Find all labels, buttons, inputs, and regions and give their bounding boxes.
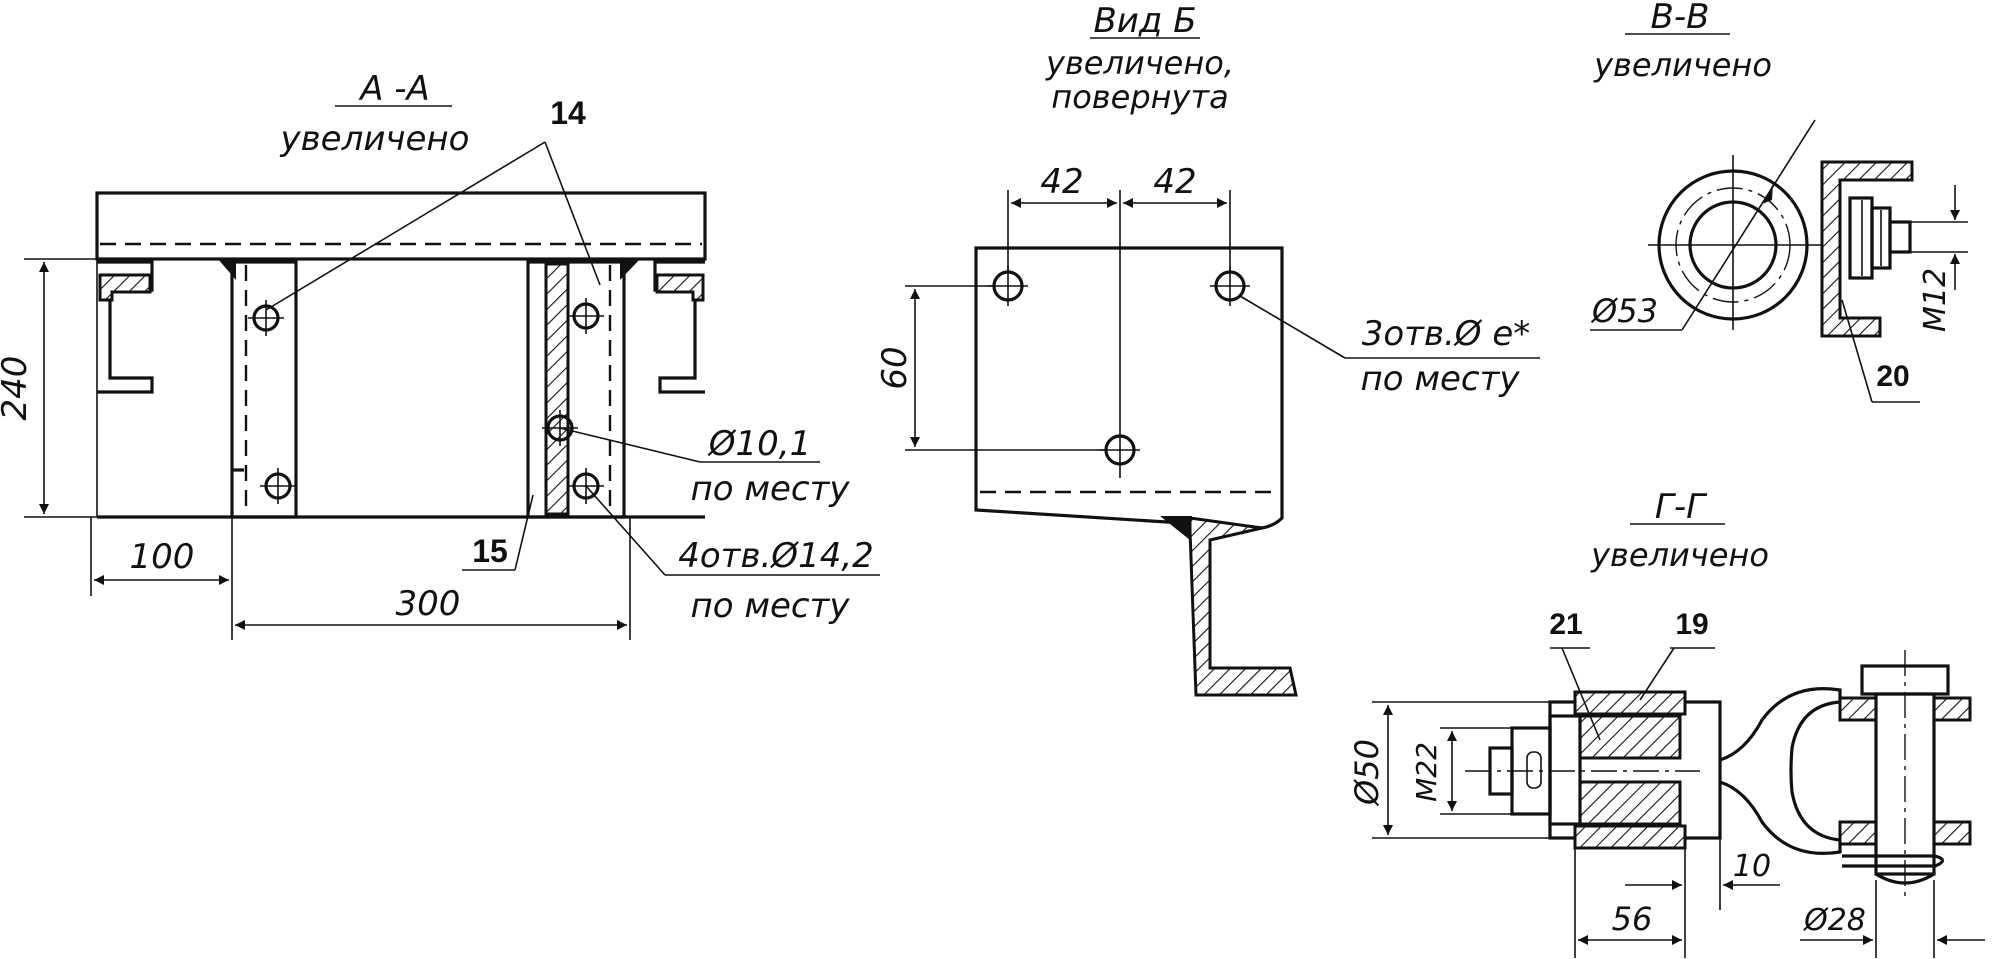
gg-part-21: 21 [1549, 608, 1582, 641]
aa-leader-14a [265, 141, 546, 311]
gg-leader-19 [1639, 647, 1675, 701]
aa-right-channel [653, 260, 705, 394]
vv-part-20: 20 [1876, 360, 1909, 393]
view-b-subtitle-1: увеличено, [1045, 44, 1234, 82]
vv-dim-m12: M12 [1918, 268, 1953, 332]
gg-fork-top-right [1932, 696, 1972, 722]
section-vv-subtitle: увеличено [1593, 46, 1772, 84]
gg-dim-28: Ø28 [1802, 903, 1866, 938]
gg-dim-50: Ø50 [1348, 739, 1386, 807]
aa-right-weld-strip [544, 262, 570, 516]
gg-bushing-bottom [1573, 824, 1687, 850]
aa-dim-300: 300 [396, 584, 461, 624]
view-b-weld [1160, 516, 1192, 540]
vv-leader-20 [1841, 299, 1873, 403]
aa-top-plate [95, 191, 707, 261]
section-aa-subtitle: увеличено [280, 119, 470, 159]
aa-left-channel-hatch [98, 273, 152, 302]
view-b-leader [1239, 295, 1346, 359]
section-aa-title: А -А [358, 69, 430, 109]
aa-right-weld [620, 259, 640, 280]
gg-fork-bottom-right [1932, 820, 1972, 846]
gg-dim-m22: M22 [1410, 742, 1443, 802]
aa-holes-note: по месту [690, 586, 850, 626]
view-b-holes-note: по месту [1360, 359, 1520, 399]
gg-split-pin [1842, 854, 1945, 868]
aa-leader-holes [585, 485, 666, 576]
vv-dim-53: Ø53 [1590, 292, 1658, 330]
view-b-title: Вид Б [1093, 1, 1196, 41]
section-vv-title: В-В [1651, 0, 1710, 37]
gg-fork-bottom-left [1838, 820, 1878, 846]
view-b-subtitle-2: повернута [1051, 78, 1228, 116]
gg-leader-21 [1561, 647, 1601, 741]
section-aa: А -А увеличено [0, 69, 880, 640]
view-b-dim-42-left: 42 [1040, 162, 1083, 202]
aa-holes-label: 4отв.Ø14,2 [678, 536, 874, 576]
aa-dim-100: 100 [130, 537, 195, 577]
gg-dim-56: 56 [1612, 900, 1653, 938]
gg-fork [1719, 687, 1842, 855]
gg-flange [1548, 714, 1582, 826]
aa-dim-240: 240 [0, 356, 35, 421]
section-gg-subtitle: увеличено [1590, 536, 1769, 574]
aa-right-bracket [526, 260, 626, 519]
aa-leader-hole-small [559, 427, 701, 463]
view-b-dim-60: 60 [875, 346, 915, 389]
section-gg: Г-Г увеличено 21 19 [1348, 487, 1985, 958]
gg-part-19: 19 [1675, 608, 1708, 641]
section-gg-title: Г-Г [1655, 487, 1708, 527]
aa-right-channel-hatch [655, 273, 705, 302]
aa-leader-15 [514, 494, 534, 571]
gg-core-top [1578, 714, 1682, 760]
aa-hole-small-label: Ø10,1 [707, 424, 811, 464]
vv-bolt-washer [1848, 196, 1874, 280]
gg-bushing-top [1573, 690, 1687, 716]
aa-part-15: 15 [472, 533, 508, 569]
vv-bracket-profile [1820, 160, 1914, 338]
gg-cotter [1526, 751, 1542, 789]
view-b-angle-profile [1188, 516, 1298, 697]
aa-hole-small-note: по месту [690, 469, 850, 509]
view-b-dim-42-right: 42 [1153, 162, 1196, 202]
aa-left-channel [97, 260, 154, 394]
gg-core-bottom [1578, 780, 1682, 826]
vv-bolt-end [1888, 220, 1912, 254]
vv-dim-53-arrow [1762, 184, 1773, 204]
aa-leader-14b [544, 141, 601, 286]
gg-fork-top-left [1838, 696, 1878, 722]
aa-left-bracket [230, 260, 298, 519]
vv-dim-53-line [1681, 119, 1816, 331]
view-b: Вид Б увеличено, повернута 42 42 60 3 [875, 1, 1540, 697]
section-vv: В-В увеличено M12 Ø53 20 [1590, 0, 1968, 403]
view-b-holes-label: 3отв.Ø е* [1362, 314, 1531, 354]
gg-dim-10: 10 [1733, 849, 1771, 884]
aa-part-14: 14 [550, 95, 586, 131]
aa-left-weld [218, 259, 236, 280]
